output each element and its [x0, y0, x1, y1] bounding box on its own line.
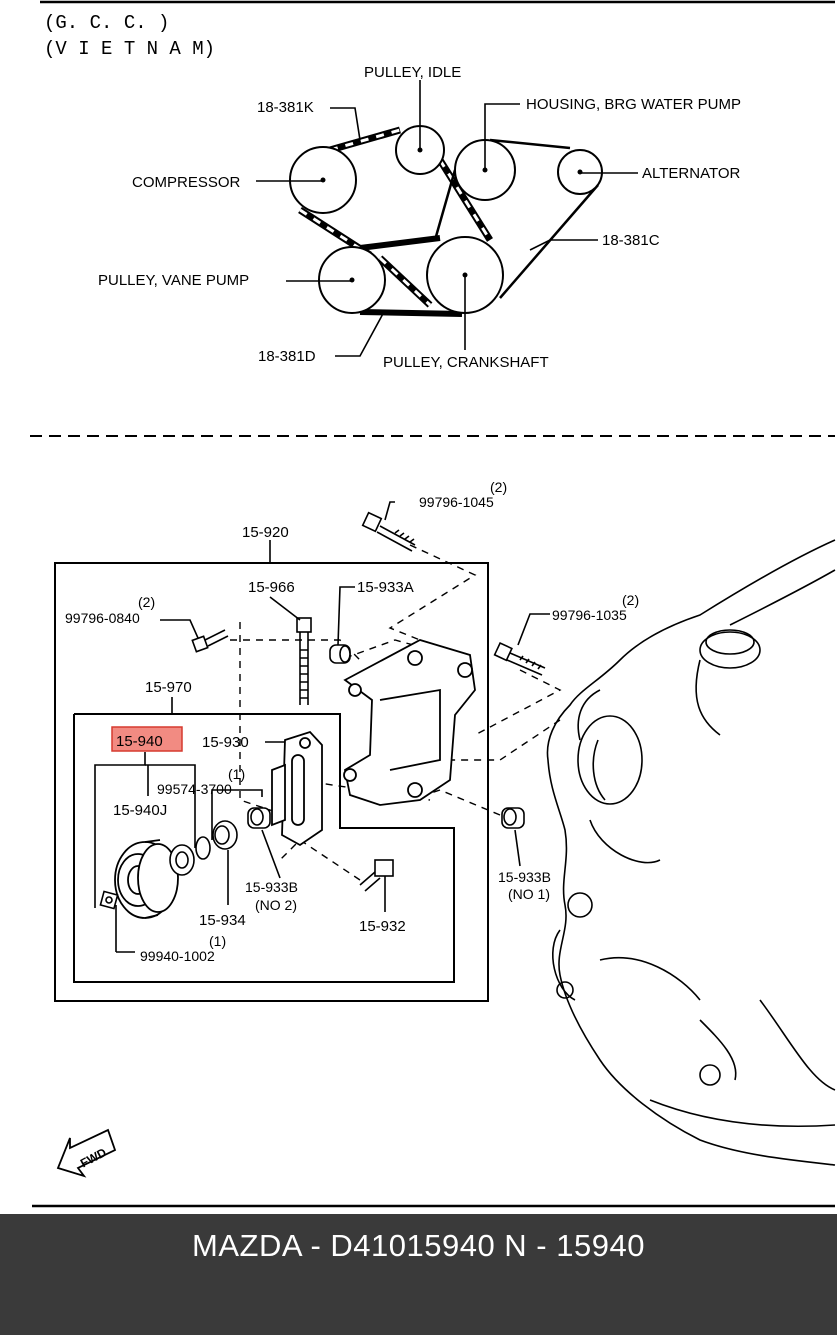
belt-18-381D [359, 235, 463, 317]
idler-pulley-15-940 [114, 839, 179, 919]
label-15-930: 15-930 [202, 734, 249, 751]
qty-99796-0840: (2) [138, 594, 155, 610]
header-region-vietnam: (V I E T N A M) [44, 38, 215, 60]
bush-15-933A [329, 644, 351, 664]
assembly-box-15-970 [73, 713, 455, 983]
belt-routing-diagram: PULLEY, IDLE 18-381K HOUSING, BRG WATER … [98, 64, 741, 371]
label-15-920: 15-920 [242, 524, 289, 541]
bolt-15-966 [296, 617, 312, 705]
qty-99574-3700: (1) [228, 766, 245, 782]
label-15-966: 15-966 [248, 579, 295, 596]
assembly-box-15-920 [54, 562, 489, 1002]
engine-block-outline [546, 539, 836, 1166]
qty-99940-1002: (1) [209, 933, 226, 949]
label-15-970: 15-970 [145, 679, 192, 696]
footer-part-number: MAZDA - D41015940 N - 15940 [192, 1228, 645, 1263]
bolt-99796-0840 [191, 629, 229, 653]
label-belt-18-381C: 18-381C [602, 232, 660, 249]
bolt-99796-1045 [361, 511, 416, 552]
header-region-gcc: (G. C. C. ) [44, 12, 169, 34]
highlight-15-940 [111, 726, 183, 752]
label-15-933A: 15-933A [357, 579, 414, 596]
forward-arrow-icon: FWD [56, 1128, 117, 1178]
qty-99796-1035: (2) [622, 592, 639, 608]
bracket-assembly [343, 639, 476, 806]
bearing-15-940J [169, 844, 195, 876]
bolt-15-932 [359, 859, 394, 892]
note-no1: (NO 1) [508, 886, 550, 902]
exploded-parts-diagram: (2) 99796-1045 15-920 15-966 15-933A (2)… [54, 479, 836, 1178]
nut-99940-1002 [99, 890, 119, 910]
label-15-940: 15-940 [116, 733, 163, 750]
spacer-15-934 [212, 820, 238, 850]
qty-99796-1045: (2) [490, 479, 507, 495]
note-no2: (NO 2) [255, 897, 297, 913]
label-15-932: 15-932 [359, 918, 406, 935]
label-15-933B-no2: 15-933B [245, 879, 298, 895]
label-pulley-vane-pump: PULLEY, VANE PUMP [98, 272, 249, 289]
label-alternator: ALTERNATOR [642, 165, 741, 182]
label-15-934: 15-934 [199, 912, 246, 929]
label-compressor: COMPRESSOR [132, 174, 241, 191]
footer-bar: MAZDA - D41015940 N - 15940 [0, 1214, 837, 1335]
bolt-99796-1035 [493, 641, 546, 676]
label-belt-18-381D: 18-381D [258, 348, 316, 365]
label-15-933B-no1: 15-933B [498, 869, 551, 885]
label-pulley-idle: PULLEY, IDLE [364, 64, 461, 81]
label-pulley-crankshaft: PULLEY, CRANKSHAFT [383, 354, 549, 371]
label-15-940J: 15-940J [113, 802, 167, 819]
label-99796-1045: 99796-1045 [419, 494, 494, 510]
diagram-canvas: (G. C. C. ) (V I E T N A M) [30, 0, 836, 1208]
bush-15-933B-no1 [501, 807, 525, 829]
label-99796-0840: 99796-0840 [65, 610, 140, 626]
label-belt-18-381K: 18-381K [257, 99, 314, 116]
adjuster-15-930 [271, 730, 323, 847]
belt-18-381C [433, 138, 599, 299]
bush-15-933B-no2 [247, 807, 271, 829]
label-99940-1002: 99940-1002 [140, 948, 215, 964]
label-99796-1035: 99796-1035 [552, 607, 627, 623]
snap-ring-99574-3700 [195, 836, 211, 860]
label-housing-water-pump: HOUSING, BRG WATER PUMP [526, 96, 741, 113]
label-99574-3700: 99574-3700 [157, 781, 232, 797]
